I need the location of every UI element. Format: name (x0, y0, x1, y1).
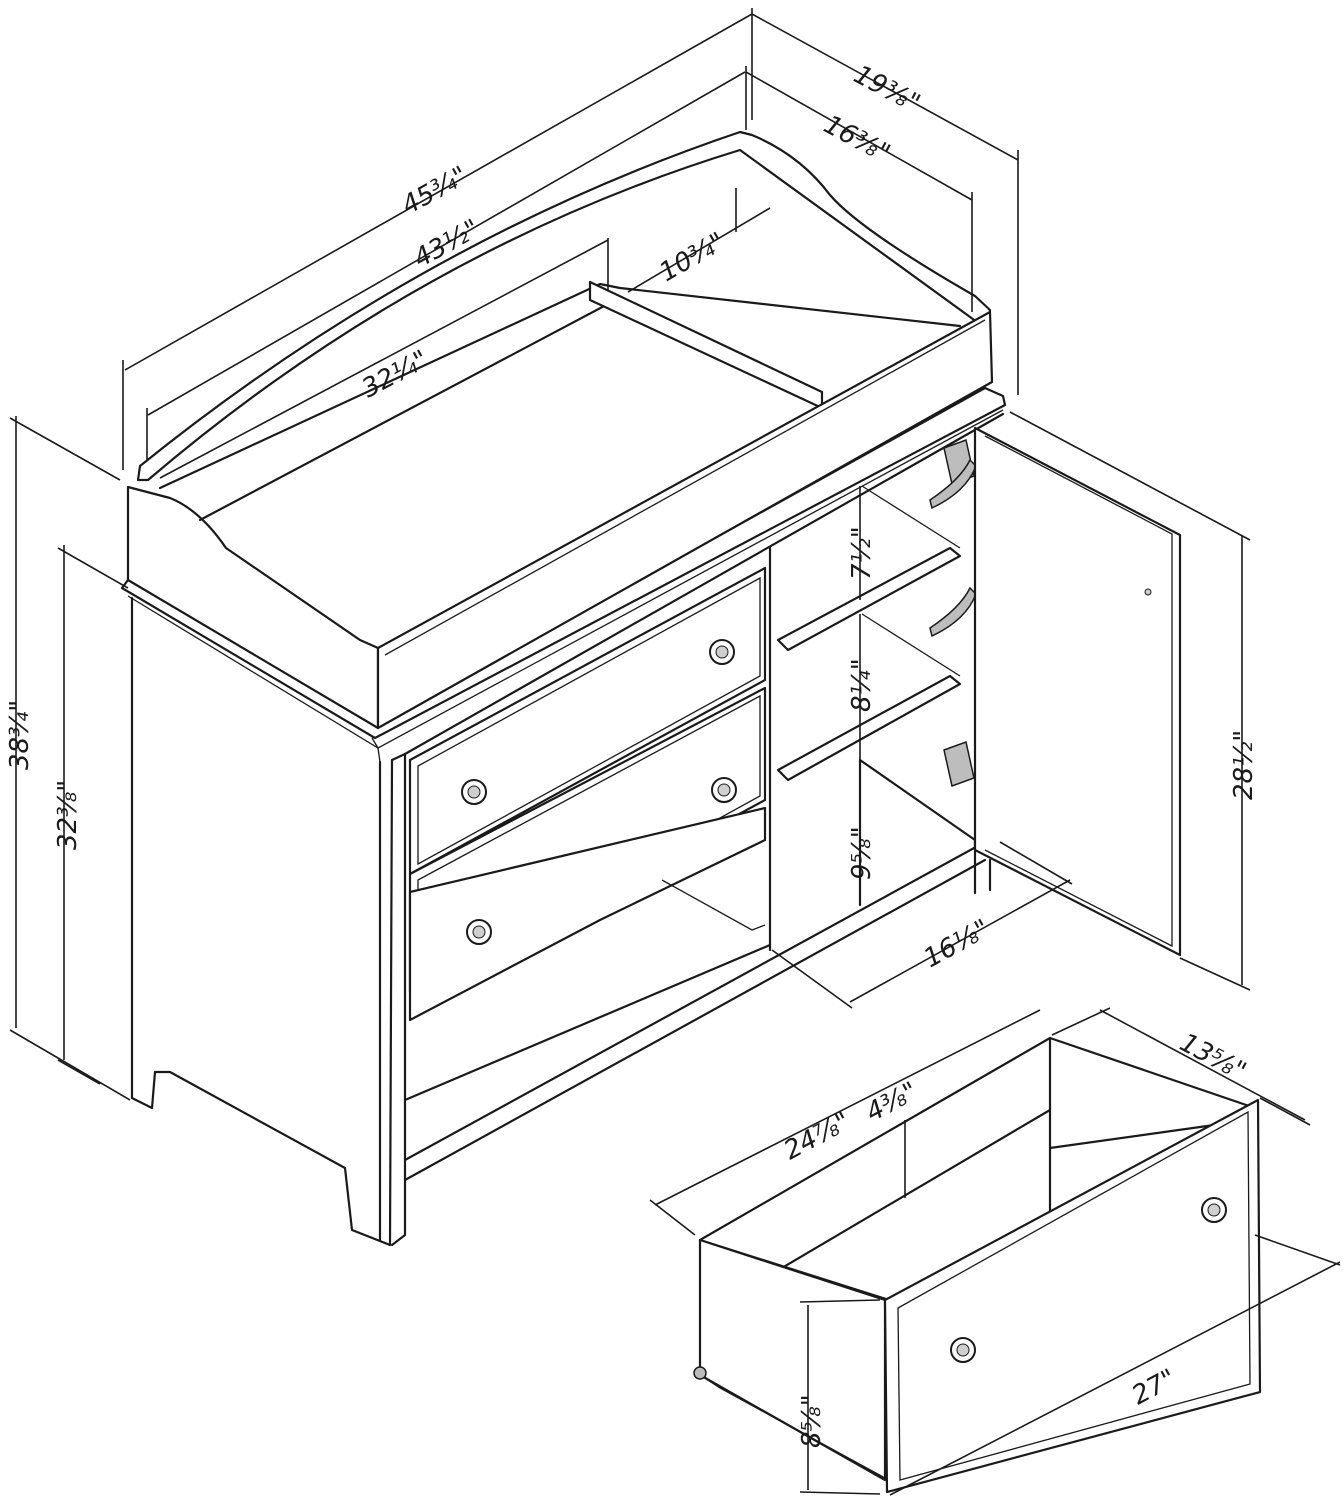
drawer-knobs (461, 639, 737, 945)
drawer-3-front (408, 806, 767, 1022)
loose-drawer (693, 1036, 1262, 1494)
changing-table (120, 130, 1182, 1247)
label-top-height: 32⅜" (53, 780, 83, 850)
top-front-rail (376, 310, 994, 730)
cabinet-frame (403, 412, 1005, 1182)
label-drawer-front-height: 8⅝" (797, 1394, 827, 1448)
left-side-panel (130, 596, 394, 1247)
dimension-lines (9, 8, 1341, 1496)
label-drawer-depth: 13⅝" (1175, 1028, 1251, 1087)
label-top-depth: 16⅜" (819, 110, 895, 169)
label-cabinet-height: 28½" (1229, 730, 1259, 800)
drawer-side (698, 1238, 887, 1482)
label-pad-depth: 10¾" (655, 227, 731, 288)
cabinet-shelves (776, 439, 992, 907)
pad-area (158, 282, 962, 522)
shelf-bracket-icon (929, 586, 977, 638)
drawer-1-front (408, 566, 767, 876)
drawer-front (883, 1098, 1262, 1494)
divider-board (588, 280, 824, 410)
label-overall-width: 45¾" (397, 161, 473, 221)
door-pin-icon (1144, 588, 1152, 596)
label-overall-height: 38¾" (5, 700, 35, 770)
cabinet-door (973, 426, 1182, 957)
label-shelf-1: 7½" (847, 526, 877, 580)
wheel-icon (693, 1366, 707, 1380)
front-post (378, 752, 407, 1247)
label-shelf-3: 9⅝" (847, 826, 877, 880)
label-overall-depth: 19⅜" (849, 60, 925, 119)
hinge-icon (943, 741, 975, 787)
label-shelf-2: 8¼" (847, 658, 877, 712)
label-cabinet-width: 16⅛" (919, 914, 995, 974)
top-back-rail (136, 130, 992, 482)
